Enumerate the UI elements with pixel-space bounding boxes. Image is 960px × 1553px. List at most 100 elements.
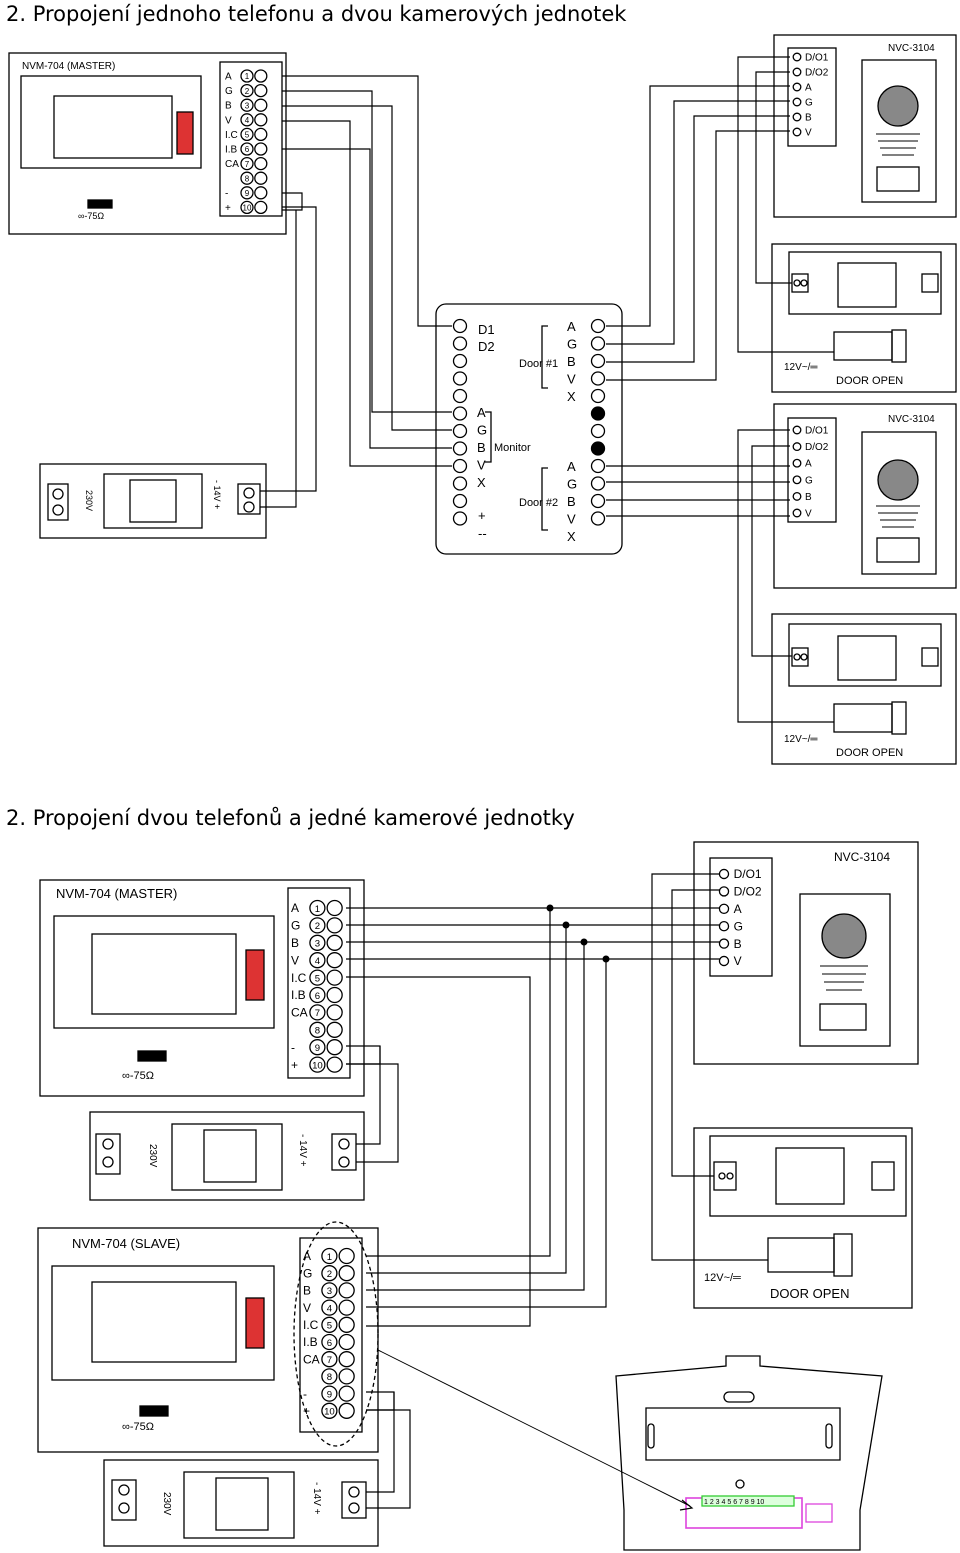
psu-input-label: 230V [84,490,94,511]
s2-master-number-circle-2 [309,917,326,934]
s2-slave-screw-3 [338,1282,355,1299]
s1-master-letter-4: V [225,115,232,126]
s2-out-label-5: B [734,937,742,951]
s2-slave-number-10: 10 [324,1407,335,1418]
hub-right-terminal-4 [590,371,606,386]
s1-out1-screw-6 [792,127,802,137]
s2-master-screw-1 [326,899,343,917]
hub-right-terminal-7 [590,423,606,439]
s1-out2-label-1: D/O1 [805,426,829,437]
s2-master-screw-4 [326,952,343,969]
door-open-label-1: DOOR OPEN [836,375,903,387]
master-label-1: NVM-704 (MASTER) [22,61,115,72]
s1-master-screw-5 [254,127,268,142]
outdoor-label-2: NVC-3104 [888,414,935,425]
lock-voltage-2: 12V~/═ [784,734,818,745]
s2-slave-number-circle-8 [321,1368,338,1385]
s2-slave-screw-2 [338,1265,355,1282]
door-open-label-s2: DOOR OPEN [770,1286,849,1301]
s2-master-letter-5: I.C [291,971,307,985]
s1-master-number-5: 5 [245,131,250,140]
s2-slave-letter-6: I.B [303,1335,318,1349]
s2-master-screw-8 [326,1021,343,1038]
s1-out1-label-3: A [805,83,812,94]
s1-master-letter-9: - [225,188,228,199]
section2-heading: 2. Propojení dvou telefonů a jedné kamer… [6,806,575,830]
s2-slave-number-circle-3 [321,1282,338,1299]
lock-voltage-s2: 12V~/═ [704,1272,741,1284]
slave-label: NVM-704 (SLAVE) [72,1236,180,1251]
s1-master-number-1: 1 [245,72,250,81]
hub-door1-letter-5: X [567,389,576,404]
s2-slave-number-circle-2 [321,1265,338,1282]
s2-master-letter-3: B [291,936,299,950]
s2-slave-screw-7 [338,1351,355,1368]
hub-left-terminal-11 [452,493,468,509]
s1-master-number-2: 2 [245,87,250,96]
hub-left-terminal-9 [452,458,468,474]
s1-master-number-10: 10 [243,204,252,213]
hub-door1-letter-1: A [567,319,576,334]
hub-monitor-letter-1: A [477,405,486,420]
hub-right-terminal-9 [590,458,606,474]
monitor-back-housing [615,1355,883,1551]
s1-master-number-circle-2 [240,83,254,98]
s2-slave-number-circle-1 [321,1247,338,1265]
hub-left-terminal-12 [452,511,468,526]
psu-output-label-3: - 14V + [311,1482,322,1515]
s2-slave-number-circle-10 [321,1402,338,1419]
s1-out1-label-1: D/O1 [805,53,829,64]
wires-section1 [260,56,834,723]
s1-master-screw-4 [254,113,268,127]
s2-master-number-circle-8 [309,1021,326,1038]
hub-right-terminal-3 [590,353,606,369]
s1-out2-screw-4 [792,475,802,485]
hub-module [435,303,623,555]
psu-input-label-3: 230V [161,1492,172,1516]
hub-monitor-label: Monitor [494,442,531,454]
hub-door1-letter-2: G [567,337,577,352]
master-monitor-1 [8,52,287,235]
s2-master-number-9: 9 [315,1043,320,1054]
s1-master-number-circle-9 [240,186,254,200]
hub-d1-label: D1 [478,322,495,337]
s1-master-number-circle-3 [240,98,254,112]
s2-master-number-circle-9 [309,1039,326,1056]
hub-d2-label: D2 [478,339,495,354]
s2-master-number-5: 5 [315,973,320,984]
s2-slave-screw-5 [338,1316,355,1333]
hub-left-terminal-5 [452,388,468,404]
psu-output-label-2: - 14V + [297,1134,308,1167]
s2-master-number-circle-3 [309,934,326,951]
s1-master-number-circle-4 [240,113,254,127]
s1-master-screw-9 [254,186,268,200]
hub-right-terminal-5 [590,388,606,404]
s2-slave-letter-7: CA [303,1352,320,1366]
s1-master-number-circle-7 [240,156,254,171]
s2-slave-screw-9 [338,1385,355,1402]
s2-out-screw-1 [718,868,730,880]
s2-master-number-circle-10 [309,1056,326,1073]
s1-out1-screw-3 [792,82,802,92]
s1-master-number-3: 3 [245,101,250,110]
s1-master-screw-2 [254,83,268,98]
s1-master-screw-6 [254,142,268,156]
hub-right-terminal-8 [590,441,606,456]
s2-slave-letter-1: A [303,1249,311,1263]
s1-master-screw-3 [254,98,268,112]
s1-master-screw-7 [254,156,268,171]
s1-master-letter-3: B [225,101,232,112]
s2-master-letter-4: V [291,953,299,967]
s2-out-screw-6 [718,955,730,967]
s2-master-number-4: 4 [315,956,321,967]
s2-master-number-circle-1 [309,899,326,917]
hub-left-terminal-1 [452,318,468,334]
s2-out-label-1: D/O1 [734,867,762,881]
s1-out2-screw-3 [792,458,802,468]
s2-master-screw-10 [326,1056,343,1073]
s2-master-number-3: 3 [315,939,320,950]
s2-master-number-10: 10 [312,1060,323,1071]
